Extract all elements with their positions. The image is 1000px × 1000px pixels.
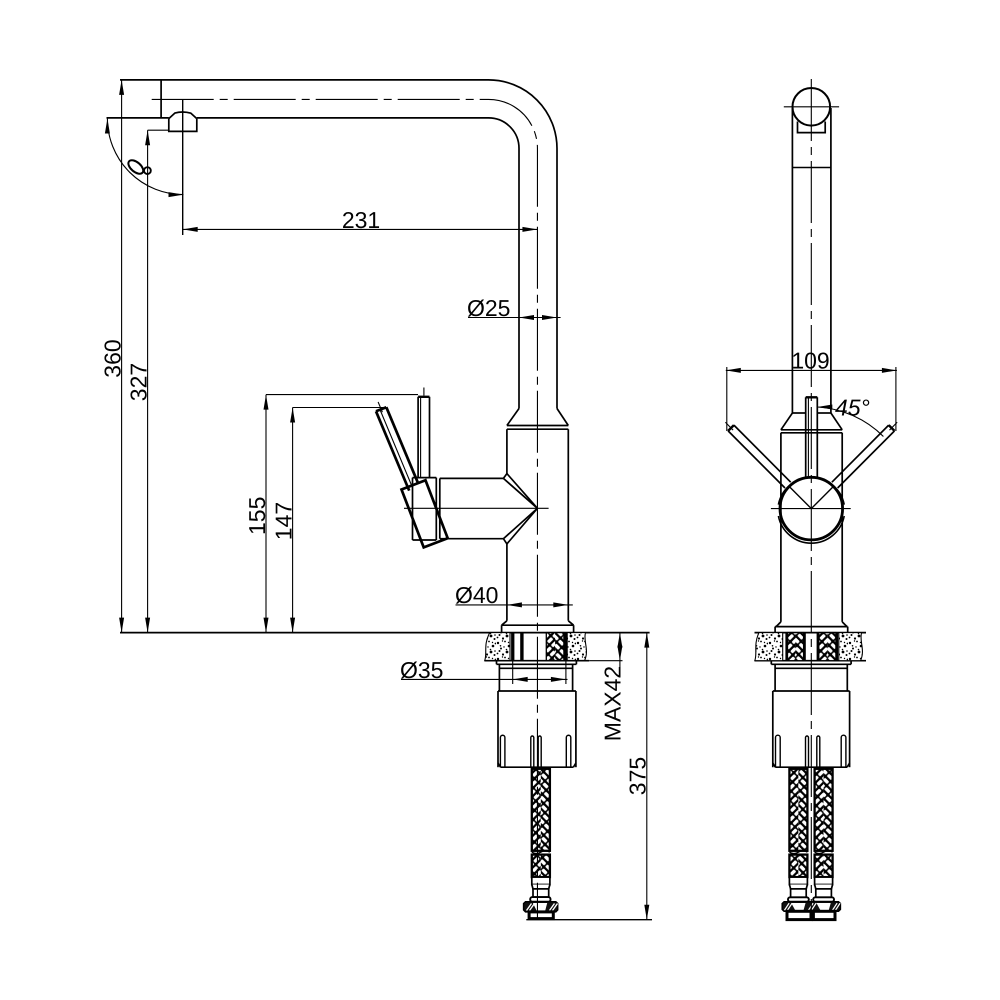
svg-text:MAX42: MAX42 <box>599 666 625 741</box>
svg-text:147: 147 <box>271 502 297 540</box>
svg-text:360: 360 <box>100 339 126 377</box>
svg-text:155: 155 <box>244 497 270 535</box>
svg-text:327: 327 <box>126 363 152 401</box>
svg-text:Ø35: Ø35 <box>400 657 443 683</box>
svg-text:375: 375 <box>625 757 651 795</box>
svg-text:231: 231 <box>342 207 380 233</box>
svg-text:109: 109 <box>791 348 829 374</box>
svg-text:Ø25: Ø25 <box>467 295 510 321</box>
svg-text:Ø40: Ø40 <box>455 582 498 608</box>
svg-text:45°: 45° <box>835 395 870 421</box>
